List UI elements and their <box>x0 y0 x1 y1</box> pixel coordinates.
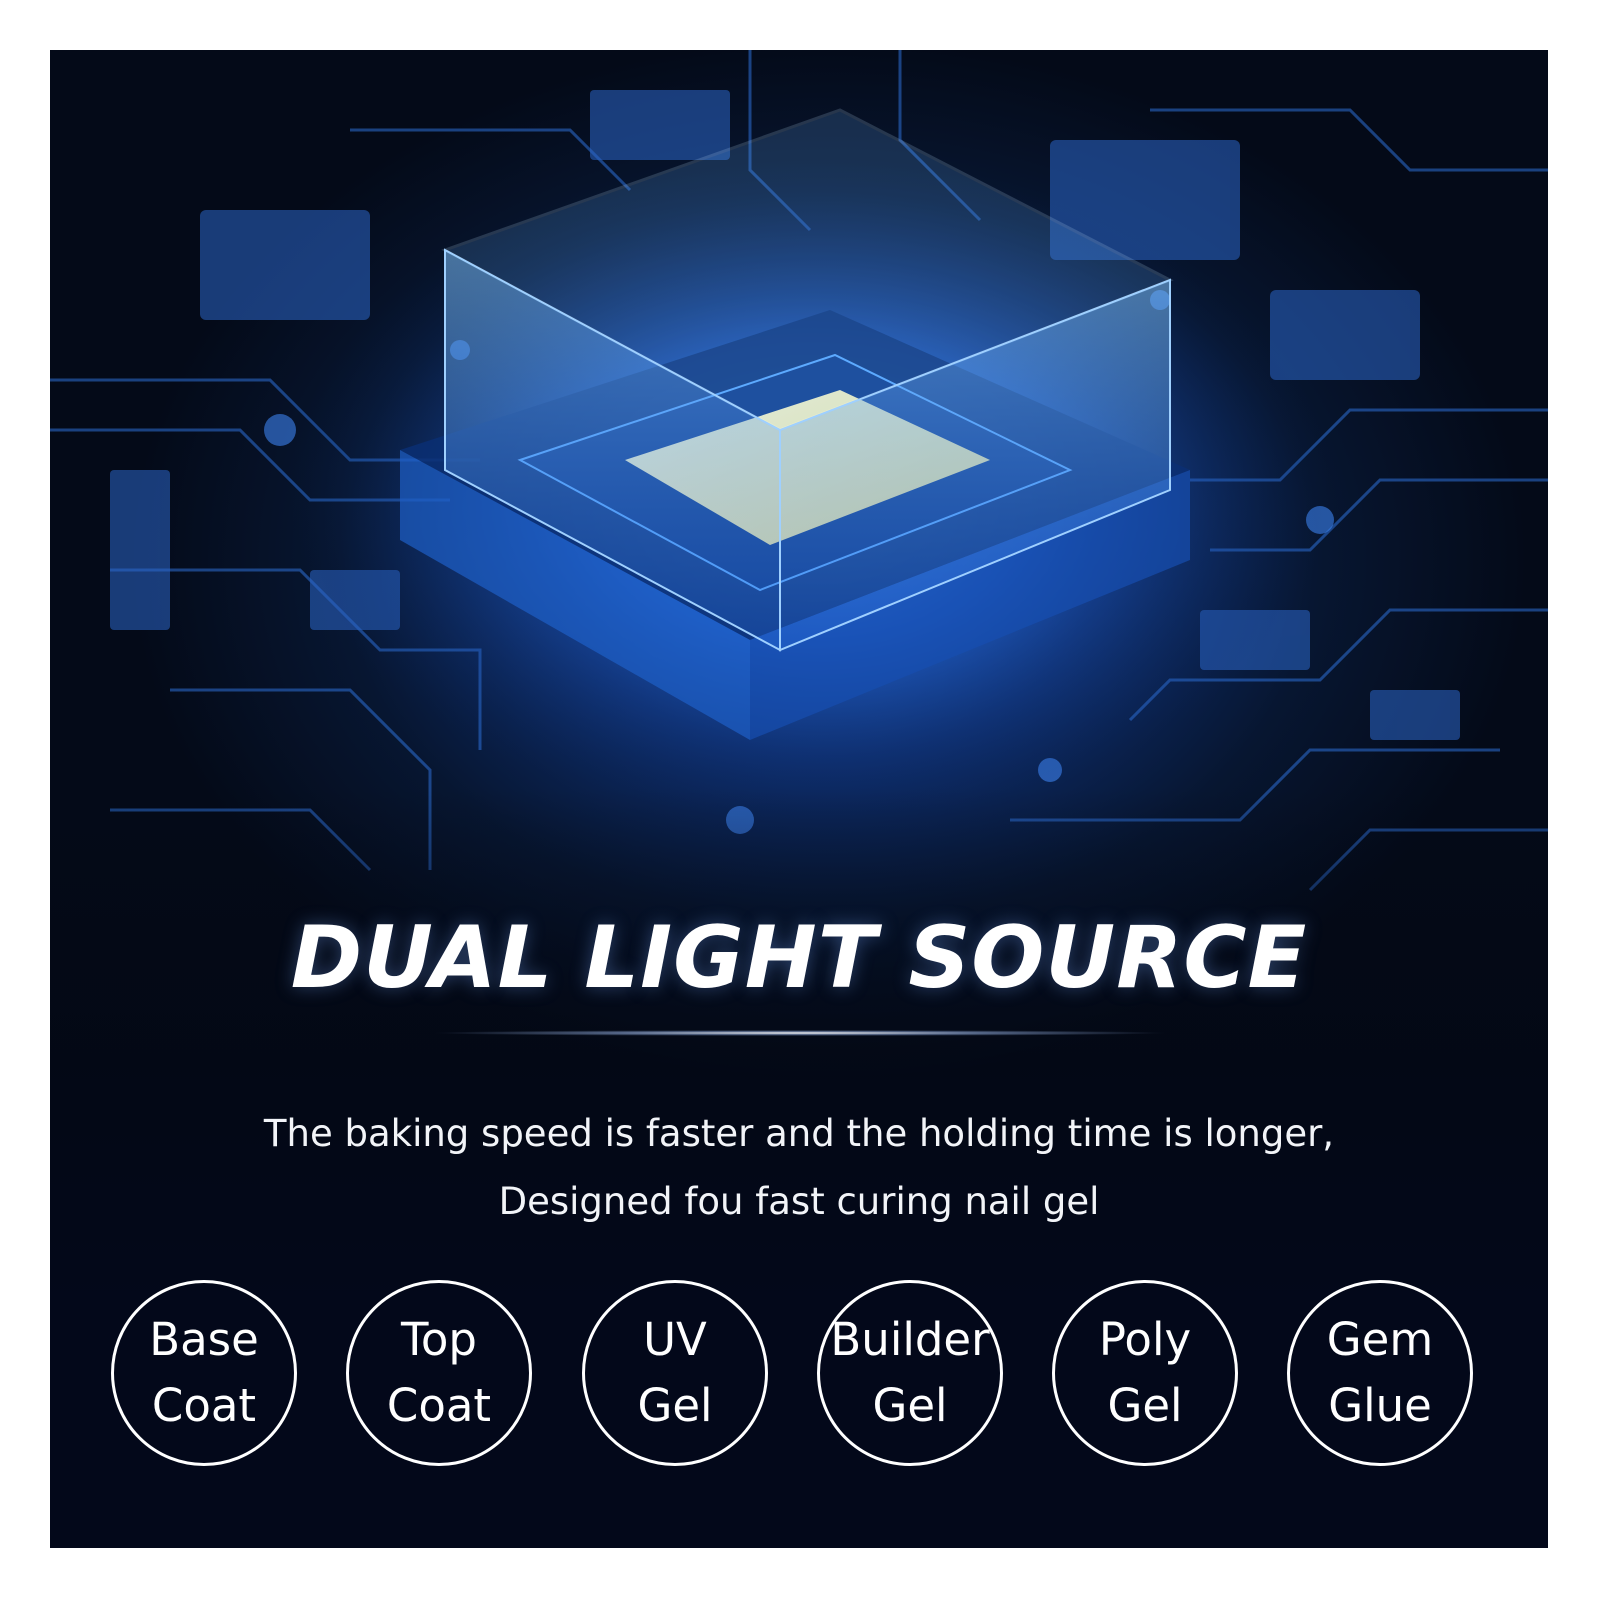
gel-type-line-1: Top <box>401 1313 477 1366</box>
gel-type-line-2: Glue <box>1328 1379 1432 1432</box>
product-banner: DUAL LIGHT SOURCE The baking speed is fa… <box>50 50 1548 1548</box>
gel-type-list: Base Coat Top Coat UV Gel Builder Gel Po… <box>50 1280 1548 1470</box>
gel-type-line-1: Gem <box>1326 1313 1434 1366</box>
headline: DUAL LIGHT SOURCE <box>290 908 1308 1008</box>
gel-type-badge: Builder Gel <box>817 1280 1003 1466</box>
subtitle-line-1: The baking speed is faster and the holdi… <box>263 1112 1335 1155</box>
led-chip <box>400 108 1190 740</box>
gel-type-line-2: Coat <box>386 1379 492 1432</box>
gel-type-badge: Gem Glue <box>1287 1280 1473 1466</box>
gel-type-line-2: Gel <box>637 1379 713 1432</box>
gel-type-line-2: Gel <box>1107 1379 1183 1432</box>
circuit-board-illustration <box>50 50 1548 892</box>
gel-type-badge: Poly Gel <box>1052 1280 1238 1466</box>
gel-type-badge: Top Coat <box>346 1280 532 1466</box>
gel-type-line-2: Coat <box>151 1379 257 1432</box>
subtitle-line-2: Designed fou fast curing nail gel <box>498 1180 1100 1223</box>
gel-type-line-2: Gel <box>872 1379 948 1432</box>
gel-type-badge: UV Gel <box>582 1280 768 1466</box>
headline-glow-line <box>430 1030 1170 1036</box>
gel-type-line-1: Builder <box>830 1313 990 1366</box>
gel-type-badge: Base Coat <box>111 1280 297 1466</box>
gel-type-line-1: UV <box>643 1313 707 1366</box>
gel-type-line-1: Base <box>149 1313 259 1366</box>
gel-type-line-1: Poly <box>1098 1313 1192 1366</box>
